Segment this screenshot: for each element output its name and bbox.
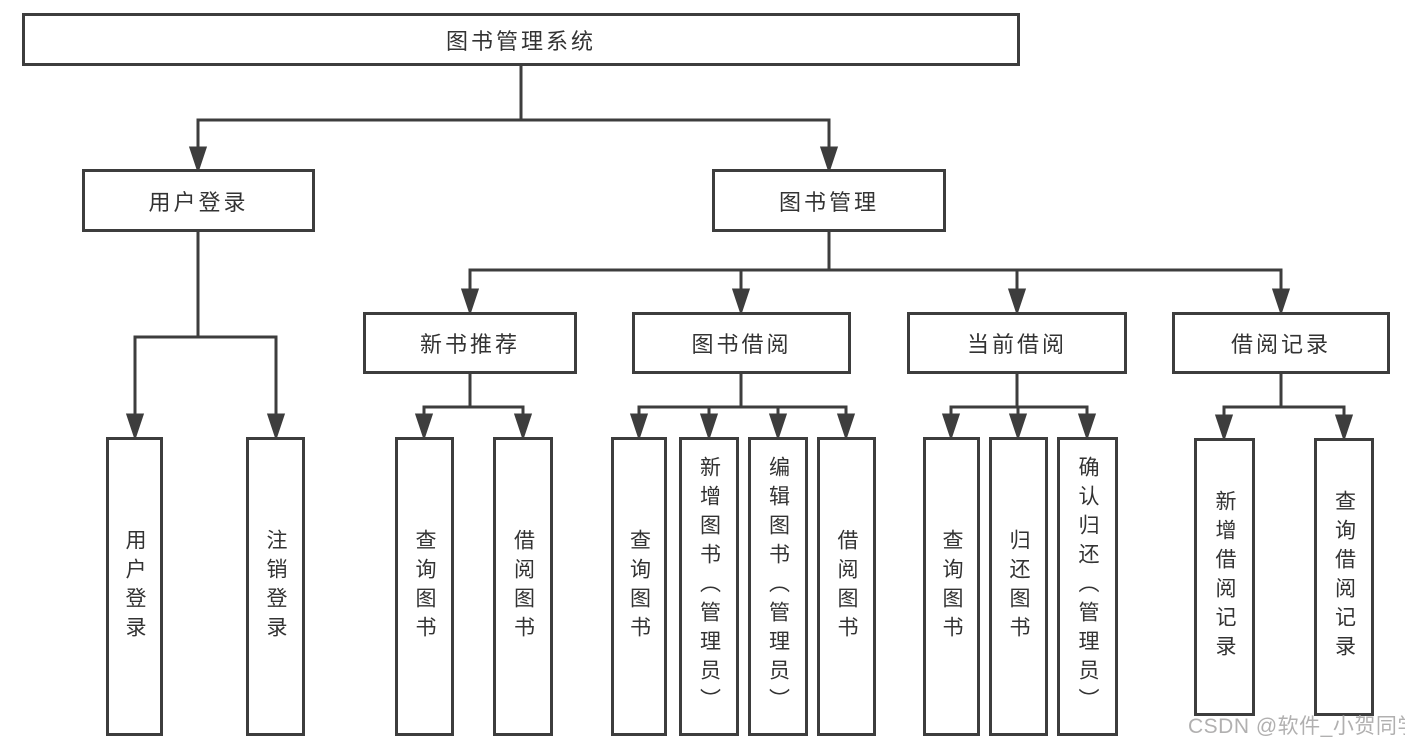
leaf-newrec-query-books-label: 查询图书 xyxy=(413,528,436,645)
node-borrow-records-label: 借阅记录 xyxy=(1230,332,1331,357)
leaf-records-query-record: 查询借阅记录 xyxy=(1314,438,1374,716)
node-user-login: 用户登录 xyxy=(82,169,315,232)
leaf-user-login: 用户登录 xyxy=(106,437,163,736)
leaf-borrow-edit-books-admin-label: 编辑图书（管理员） xyxy=(766,456,790,717)
connector-current-borrow xyxy=(941,372,1097,441)
leaf-borrow-add-books-admin-label: 新增图书（管理员） xyxy=(697,456,721,717)
connector-root xyxy=(188,64,839,174)
leaf-user-login-label: 用户登录 xyxy=(123,528,146,645)
node-root-system-label: 图书管理系统 xyxy=(445,28,596,54)
leaf-borrow-edit-books-admin: 编辑图书（管理员） xyxy=(748,437,808,736)
leaf-borrow-add-books-admin: 新增图书（管理员） xyxy=(679,437,739,736)
leaf-logout: 注销登录 xyxy=(246,437,305,736)
leaf-records-add-record: 新增借阅记录 xyxy=(1194,438,1255,716)
node-book-borrow-label: 图书借阅 xyxy=(691,332,792,357)
connector-user-login xyxy=(125,230,286,441)
leaf-current-query-books: 查询图书 xyxy=(923,437,980,736)
node-book-management: 图书管理 xyxy=(712,169,946,232)
leaf-newrec-borrow-books: 借阅图书 xyxy=(493,437,553,736)
node-root-system: 图书管理系统 xyxy=(22,13,1020,66)
connector-new-book-rec xyxy=(414,372,533,441)
node-new-book-rec: 新书推荐 xyxy=(363,312,577,374)
leaf-borrow-borrow-books-label: 借阅图书 xyxy=(835,528,858,645)
node-current-borrow: 当前借阅 xyxy=(907,312,1127,374)
leaf-newrec-borrow-books-label: 借阅图书 xyxy=(511,528,535,645)
node-book-borrow: 图书借阅 xyxy=(632,312,851,374)
leaf-records-add-record-label: 新增借阅记录 xyxy=(1213,490,1236,664)
leaf-borrow-borrow-books: 借阅图书 xyxy=(817,437,876,736)
leaf-current-query-books-label: 查询图书 xyxy=(940,528,963,645)
node-new-book-rec-label: 新书推荐 xyxy=(419,332,520,357)
leaf-current-return-books-label: 归还图书 xyxy=(1007,528,1030,645)
leaf-borrow-query-books-label: 查询图书 xyxy=(627,528,651,645)
csdn-watermark: CSDN @软件_小贺同学 xyxy=(1188,715,1405,738)
node-book-management-label: 图书管理 xyxy=(778,189,879,215)
node-user-login-label: 用户登录 xyxy=(148,189,249,215)
leaf-current-confirm-return-admin: 确认归还（管理员） xyxy=(1057,437,1118,736)
leaf-borrow-query-books: 查询图书 xyxy=(611,437,667,736)
node-borrow-records: 借阅记录 xyxy=(1172,312,1390,374)
leaf-logout-label: 注销登录 xyxy=(264,528,287,645)
connector-borrow-records xyxy=(1214,372,1354,442)
connector-book-management xyxy=(460,230,1291,316)
leaf-newrec-query-books: 查询图书 xyxy=(395,437,454,736)
connector-book-borrow xyxy=(629,372,856,441)
leaf-current-return-books: 归还图书 xyxy=(989,437,1048,736)
node-current-borrow-label: 当前借阅 xyxy=(966,332,1067,357)
leaf-records-query-record-label: 查询借阅记录 xyxy=(1332,490,1356,664)
leaf-current-confirm-return-admin-label: 确认归还（管理员） xyxy=(1076,456,1099,717)
